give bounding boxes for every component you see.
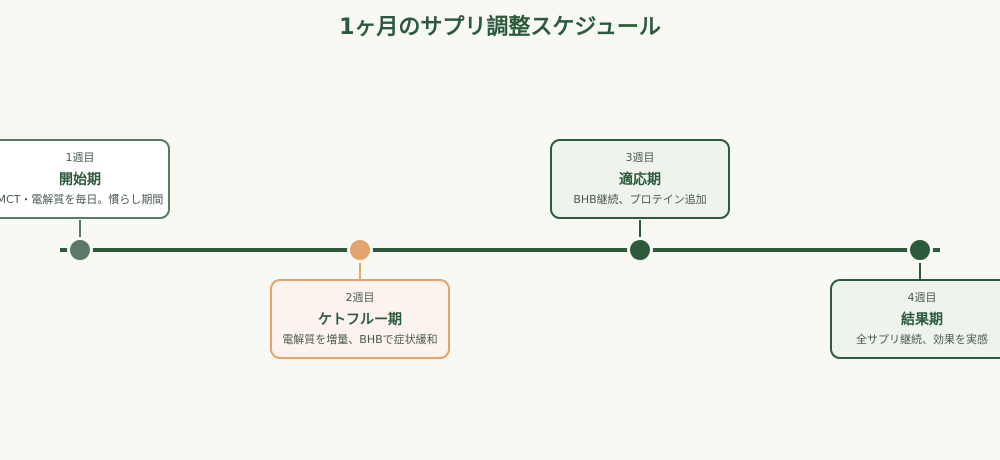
phase-description: 全サプリ継続、効果を実感	[856, 333, 988, 346]
diagram-title: 1ヶ月のサプリ調整スケジュール	[339, 15, 661, 40]
card-week-4: 4週目 結果期 全サプリ継続、効果を実感	[830, 279, 1000, 359]
node-week-3	[627, 237, 653, 263]
week-label: 3週目	[625, 151, 655, 164]
node-week-4	[907, 237, 933, 263]
phase-label: 開始期	[59, 172, 101, 188]
week-label: 2週目	[345, 291, 375, 304]
card-week-2: 2週目 ケトフルー期 電解質を増量、BHBで症状緩和	[270, 279, 450, 359]
node-week-1	[67, 237, 93, 263]
week-label: 1週目	[65, 151, 95, 164]
card-week-3: 3週目 適応期 BHB継続、プロテイン追加	[550, 139, 730, 219]
phase-description: 電解質を増量、BHBで症状緩和	[282, 333, 438, 346]
connector-week-4	[919, 252, 921, 280]
timeline-line	[60, 248, 940, 252]
node-week-2	[347, 237, 373, 263]
week-label: 4週目	[907, 291, 937, 304]
connector-week-1	[79, 220, 81, 248]
phase-description: MCT・電解質を毎日。慣らし期間	[0, 193, 164, 206]
phase-label: 適応期	[619, 172, 661, 188]
phase-label: ケトフルー期	[318, 312, 402, 328]
connector-week-3	[639, 220, 641, 248]
phase-description: BHB継続、プロテイン追加	[573, 193, 707, 206]
phase-label: 結果期	[901, 312, 943, 328]
card-week-1: 1週目 開始期 MCT・電解質を毎日。慣らし期間	[0, 139, 170, 219]
connector-week-2	[359, 252, 361, 280]
